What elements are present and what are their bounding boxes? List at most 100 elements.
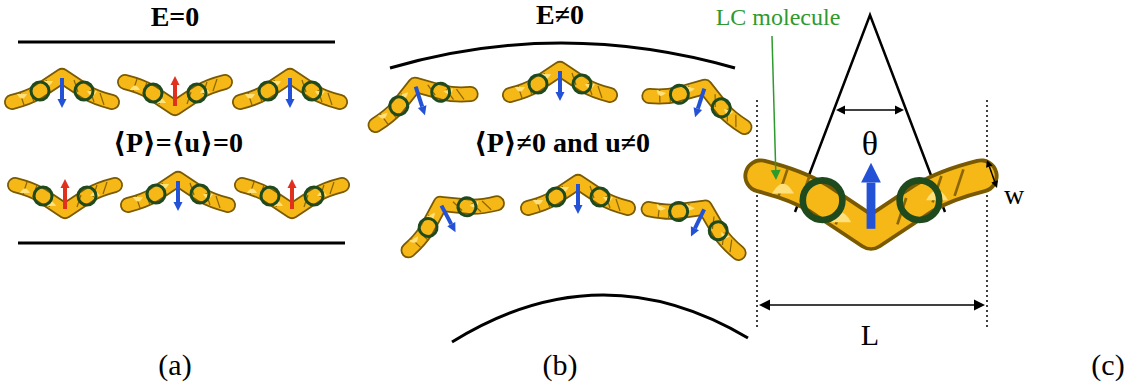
arrow-shaft: [867, 183, 876, 229]
dipole-arrow: [687, 207, 708, 238]
arrow-head: [574, 205, 583, 214]
arrow-shaft: [441, 206, 451, 225]
ring: [387, 95, 410, 118]
dipole-arrow: [288, 179, 297, 209]
arrow-shaft: [872, 304, 974, 306]
lc-molecule: [242, 179, 342, 211]
dipole-arrow: [437, 204, 459, 235]
dipole-arrow: [58, 78, 67, 108]
arrow-shaft: [288, 78, 292, 99]
ring: [547, 188, 565, 206]
state-label: ⟨P⟩=⟨u⟩=0: [113, 128, 243, 159]
arrow-head: [691, 107, 702, 118]
ring: [191, 185, 209, 203]
ring: [529, 75, 547, 93]
twist-mark: [328, 93, 332, 105]
arrow-shaft: [173, 85, 177, 106]
arrow-shaft: [845, 109, 870, 111]
angle-label: θ: [862, 125, 878, 162]
ring: [573, 75, 591, 93]
twist-mark: [330, 182, 334, 194]
arrow-shaft: [63, 188, 67, 209]
callout-label: LC molecule: [716, 4, 841, 30]
arrow-head: [418, 105, 429, 116]
panel-label: (c): [1091, 348, 1124, 381]
ring: [259, 82, 277, 100]
ring: [429, 81, 452, 104]
ring: [305, 187, 323, 205]
twist-mark: [726, 240, 735, 253]
arrow-head: [288, 179, 297, 188]
arrow-head: [986, 160, 993, 168]
twist-mark: [216, 196, 220, 208]
lc-molecule: [12, 76, 112, 108]
dimension-label: w: [1004, 180, 1024, 211]
arrow-shaft: [698, 89, 704, 109]
arrow-shaft: [290, 188, 294, 209]
arrow-head: [836, 106, 845, 115]
ring: [710, 97, 733, 120]
lc-molecule: [368, 69, 473, 130]
dipole-arrow: [61, 179, 70, 209]
field-label: E≠0: [536, 0, 584, 31]
ring: [900, 180, 940, 220]
electrode: [18, 41, 335, 44]
arrow-head: [171, 76, 180, 85]
arrow-head: [861, 163, 881, 183]
lc-molecule: [128, 179, 228, 211]
lc-molecule: [240, 76, 340, 108]
arrow-shaft: [770, 304, 872, 306]
dipole-arrow: [691, 87, 709, 118]
leader-arrow: [771, 36, 781, 180]
dipole-arrow: [861, 163, 881, 229]
ring: [416, 215, 440, 239]
ring: [303, 82, 321, 100]
ring: [31, 82, 49, 100]
arrow-shaft: [60, 78, 64, 99]
arrow-head: [687, 226, 699, 238]
panel-label: (a): [158, 348, 191, 381]
field-label: E=0: [151, 2, 200, 33]
arrow-head: [974, 300, 985, 311]
ring: [668, 83, 691, 106]
lc-molecule: [761, 163, 981, 233]
lc-molecule: [510, 69, 610, 101]
twist-mark: [213, 79, 217, 91]
arrow-head: [895, 106, 904, 115]
ring: [261, 187, 279, 205]
arrow-shaft: [176, 181, 180, 202]
lc-molecule: [646, 186, 750, 259]
twist-mark: [598, 86, 602, 98]
lc-molecule: [648, 71, 753, 132]
dipole-arrow: [171, 76, 180, 106]
twist-mark: [100, 93, 104, 105]
arrow-shaft: [989, 167, 992, 174]
lc-molecule: [528, 182, 628, 214]
ring: [34, 187, 52, 205]
dipole-arrow: [286, 78, 295, 108]
arrow-shaft: [416, 87, 422, 107]
arrow-head: [556, 92, 565, 101]
dipole-arrow: [574, 184, 583, 214]
dipole-arrow: [556, 71, 565, 101]
arrow-head: [286, 99, 295, 108]
ring: [75, 82, 93, 100]
panel-label: (b): [543, 348, 578, 381]
arrow-head: [759, 300, 770, 311]
dipole-arrow: [411, 85, 429, 116]
length-arrow: [759, 300, 985, 311]
lc-molecule: [396, 180, 499, 255]
twist-mark: [732, 115, 740, 128]
arrow-shaft: [576, 184, 580, 205]
arrow-shaft: [870, 109, 895, 111]
ring: [188, 84, 206, 102]
ring: [144, 84, 162, 102]
arrow-shaft: [695, 209, 704, 228]
twist-mark: [616, 199, 620, 211]
bent-electrode: [452, 295, 748, 342]
twist-mark: [456, 88, 464, 101]
arrow-shaft: [772, 36, 776, 170]
arrow-head: [447, 222, 459, 234]
